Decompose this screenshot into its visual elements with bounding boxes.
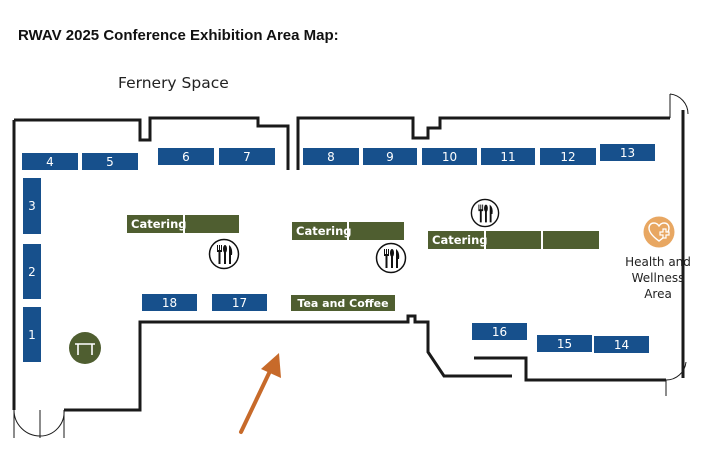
booth-3[interactable]: 3 xyxy=(23,178,41,234)
catering-divider xyxy=(484,231,486,249)
catering-label: Catering xyxy=(296,224,352,238)
health-line-1: Health and xyxy=(625,255,691,269)
catering-divider xyxy=(347,222,349,240)
booth-18[interactable]: 18 xyxy=(142,294,197,311)
health-wellness-area-label: Health and Wellness Area xyxy=(614,254,702,302)
catering-station-right[interactable]: Catering xyxy=(428,231,599,249)
catering-label: Catering xyxy=(131,217,187,231)
cutlery-icon xyxy=(208,238,240,270)
booth-1[interactable]: 1 xyxy=(23,307,41,362)
fernery-space-label: Fernery Space xyxy=(118,74,229,92)
booth-16[interactable]: 16 xyxy=(472,323,527,340)
table-icon xyxy=(69,332,101,364)
catering-divider xyxy=(541,231,543,249)
health-line-2: Wellness xyxy=(631,271,685,285)
booth-6[interactable]: 6 xyxy=(158,148,214,165)
booth-8[interactable]: 8 xyxy=(303,148,359,165)
booth-15[interactable]: 15 xyxy=(537,335,592,352)
entrance-arrow-icon xyxy=(239,353,281,434)
booth-4[interactable]: 4 xyxy=(22,153,78,170)
booth-12[interactable]: 12 xyxy=(540,148,596,165)
catering-station-left[interactable]: Catering xyxy=(127,215,239,233)
booth-14[interactable]: 14 xyxy=(594,336,649,353)
catering-divider xyxy=(183,215,185,233)
booth-13[interactable]: 13 xyxy=(600,144,655,161)
booth-9[interactable]: 9 xyxy=(363,148,417,165)
cutlery-icon xyxy=(470,198,500,228)
health-line-3: Area xyxy=(644,287,672,301)
booth-2[interactable]: 2 xyxy=(23,244,41,299)
tea-and-coffee-station[interactable]: Tea and Coffee xyxy=(291,295,395,311)
booth-5[interactable]: 5 xyxy=(82,153,138,170)
catering-label: Catering xyxy=(432,233,488,247)
catering-station-middle[interactable]: Catering xyxy=(292,222,404,240)
booth-7[interactable]: 7 xyxy=(219,148,275,165)
booth-11[interactable]: 11 xyxy=(481,148,535,165)
map-title: RWAV 2025 Conference Exhibition Area Map… xyxy=(18,27,339,44)
cutlery-icon xyxy=(375,242,407,274)
health-cross-icon xyxy=(643,216,675,248)
booth-10[interactable]: 10 xyxy=(422,148,477,165)
booth-17[interactable]: 17 xyxy=(212,294,267,311)
